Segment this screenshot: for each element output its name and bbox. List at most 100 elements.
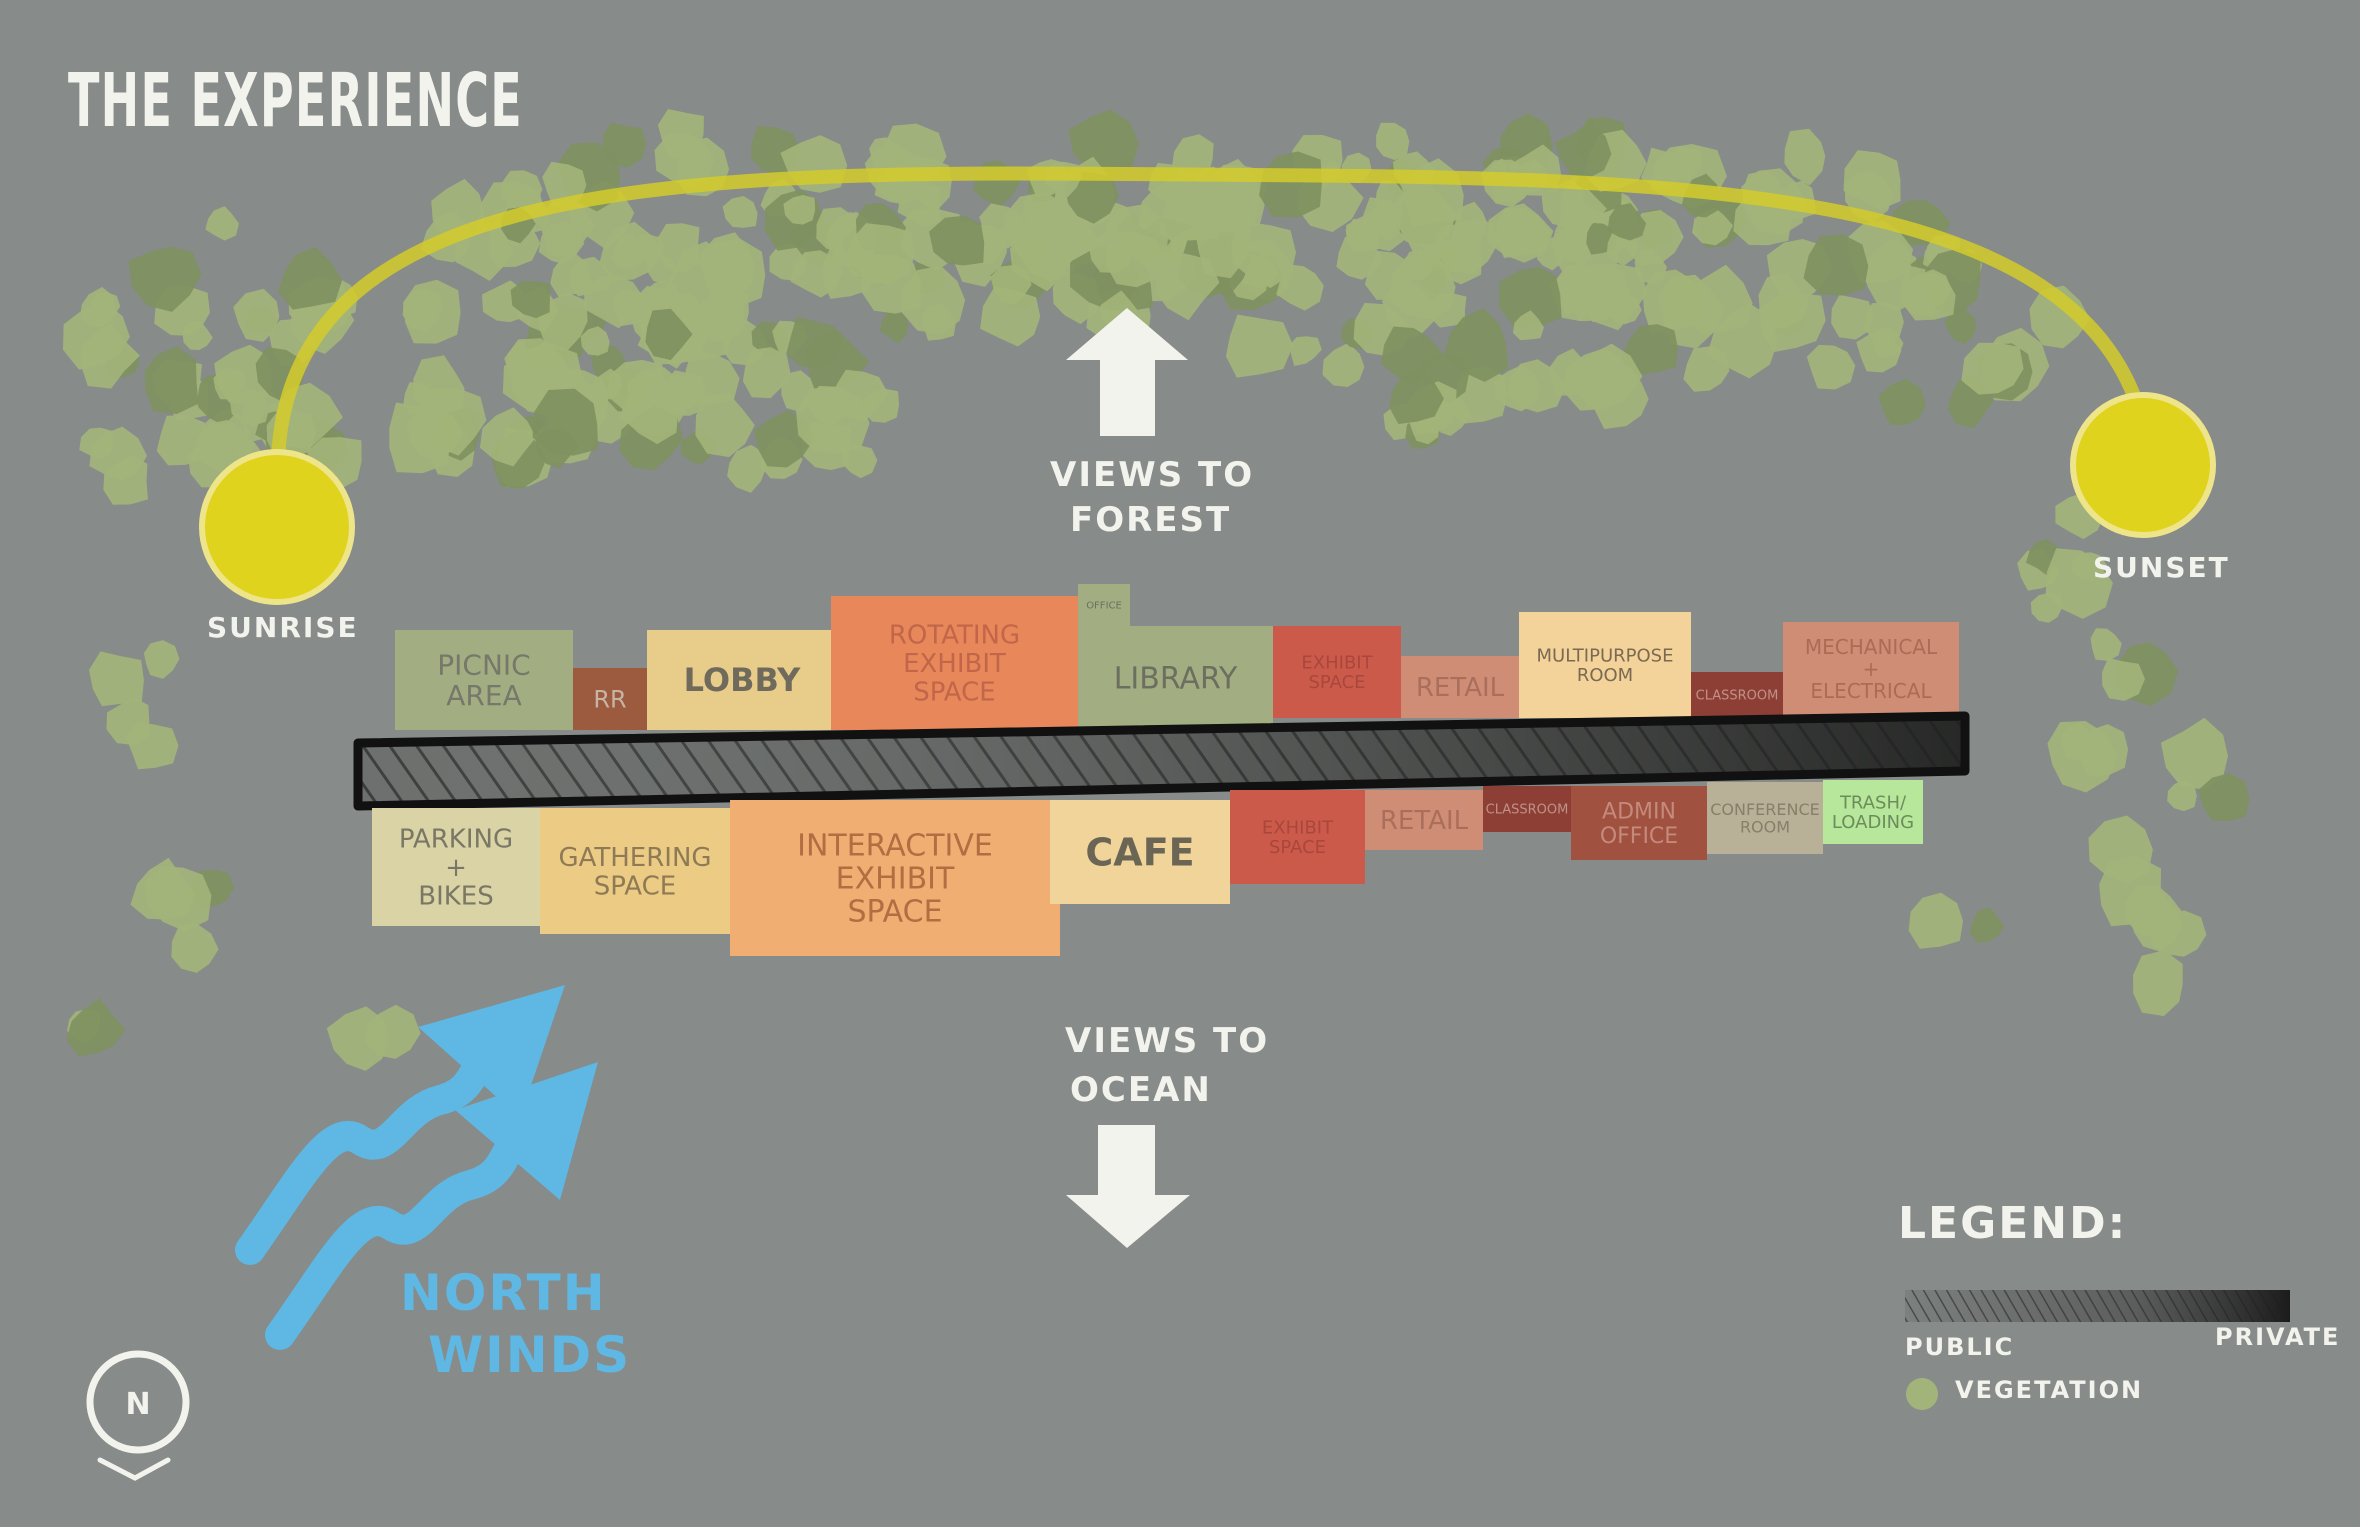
room-label: CLASSROOM [1696,689,1779,704]
tree-canopy [156,415,205,466]
tree-canopy [205,206,239,241]
tree-canopy [1105,231,1166,288]
tree-canopy [979,203,1027,249]
tree-canopy [625,386,679,445]
tree-canopy [1878,378,1927,425]
tree-canopy [2079,724,2129,776]
tree-canopy [1195,211,1252,279]
room-label: EXHIBIT [1262,817,1334,838]
room-block [372,808,540,926]
tree-canopy [1707,303,1778,379]
tree-canopy [537,292,588,351]
tree-canopy [2102,657,2145,701]
room-label: EXHIBIT [836,862,955,897]
tree-canopy [676,300,732,361]
room-block [1050,800,1230,904]
tree-canopy [182,320,213,350]
tree-canopy [2167,780,2197,812]
views-forest-line2: FOREST [1070,500,1231,540]
tree-canopy [66,998,126,1057]
sunset-label: SUNSET [2093,551,2230,584]
room-label: ELECTRICAL [1810,679,1932,703]
tree-canopy [1494,365,1541,412]
tree-canopy [2133,950,2183,1017]
tree-canopy [1376,122,1410,161]
room-block [1519,612,1691,718]
tree-canopy [403,279,461,344]
tree-canopy [2029,285,2091,349]
sunrise-label: SUNRISE [207,611,359,644]
room-label: RETAIL [1416,673,1505,703]
room-label: SPACE [594,871,676,901]
tree-canopy [144,346,199,414]
room-label: + [1863,657,1880,681]
tree-canopy [580,326,610,356]
tree-canopy [2198,773,2250,821]
tree-canopy [1259,151,1322,218]
north-winds-line2: WINDS [428,1326,631,1384]
north-arrow-icon [86,1350,190,1481]
room-label: LOADING [1832,812,1914,833]
tree-canopy [654,133,715,187]
room-label: PARKING [399,825,513,855]
tree-canopy [89,426,147,481]
tree-canopy [980,286,1041,347]
room-block [1365,790,1483,850]
tree-canopy [510,280,551,319]
tree-canopy [106,697,150,745]
tree-canopy [1499,266,1562,328]
legend: LEGEND: PUBLIC PRIVATE VEGETATION [1898,1198,2338,1410]
tree-canopy [1225,314,1294,378]
room-block [1230,790,1365,884]
tree-canopy [130,857,195,920]
vegetation-canopy [63,109,2250,1071]
tree-canopy [1541,179,1584,228]
tree-canopy [1806,344,1856,390]
tree-canopy [128,246,202,312]
tree-canopy [1831,294,1875,340]
arrow-up-icon [1066,308,1188,436]
tree-canopy [1443,308,1509,382]
tree-canopy [501,170,543,207]
tree-canopy [1961,342,2024,395]
views-forest-line1: VIEWS TO [1050,455,1254,495]
room-label: MECHANICAL [1805,635,1938,659]
tree-canopy [1065,171,1120,224]
room-label: PICNIC [437,648,530,681]
room-block [1823,780,1923,844]
tree-canopy [214,344,272,406]
tree-canopy [1573,343,1643,407]
room-label: CLASSROOM [1486,803,1569,818]
tree-canopy [645,308,693,361]
room-label: RETAIL [1380,806,1469,836]
tree-canopy [229,388,270,427]
tree-canopy [722,196,758,228]
room-label: INTERACTIVE [797,829,993,864]
tree-canopy [1018,211,1082,282]
tree-canopy [365,1004,421,1059]
tree-canopy [1758,272,1810,330]
room-label: ROOM [1740,817,1790,836]
room-label: SPACE [1269,837,1326,858]
sunrise-sun-icon [199,449,355,605]
room-label: BIKES [418,882,494,912]
tree-canopy [783,195,816,225]
room-block [647,630,837,730]
legend-public-label: PUBLIC [1905,1333,2014,1361]
tree-canopy [1642,269,1707,335]
tree-canopy [1692,207,1733,246]
sunset-sun-icon [2070,392,2216,538]
north-winds-line1: NORTH [400,1264,607,1322]
room-block [1783,622,1959,716]
room-label: + [445,853,467,883]
legend-vegetation-swatch-icon [1906,1378,1938,1410]
room-label: ADMIN [1602,800,1676,825]
tree-canopy [879,310,909,344]
tree-canopy [1604,293,1642,325]
tree-canopy [1381,326,1443,387]
tree-canopy [532,388,599,456]
tree-canopy [389,402,451,474]
tree-canopy [897,183,941,228]
